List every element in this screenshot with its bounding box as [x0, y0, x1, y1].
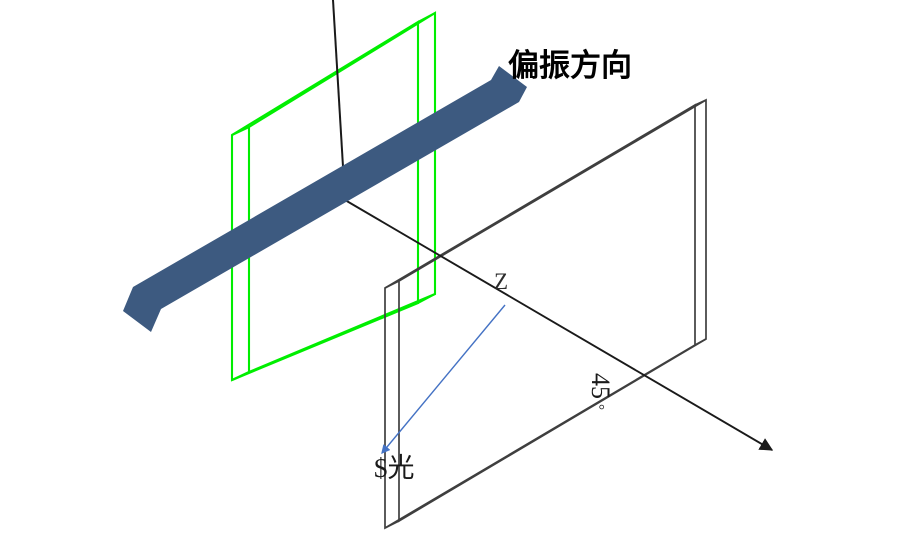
green-plate-edge-tr: [417, 12, 436, 23]
gray-analyzer-plate: [384, 98, 707, 530]
gray-plate-edge-tr: [694, 99, 707, 106]
green-polarizer-plate: [230, 11, 437, 382]
light-source-label: $光: [374, 453, 415, 483]
green-plate-edge-br: [417, 293, 436, 304]
light-ray-arrow: [381, 304, 506, 455]
gray-plate-edge-bl: [384, 520, 400, 529]
gray-plate-edge-br: [694, 338, 707, 346]
polarization-arrow-shape: [123, 66, 527, 332]
z-axis-label: Z: [494, 269, 508, 294]
angle-value: 45: [586, 373, 615, 399]
gray-plate-edge-tl: [384, 280, 400, 289]
green-plate-edge-tl: [231, 126, 250, 136]
z-axis-line: [344, 199, 774, 451]
polarization-direction-arrow: [123, 66, 527, 332]
gray-plate-back-face: [398, 98, 707, 523]
angle-annotation: 45 °: [586, 373, 615, 410]
polarization-direction-label: 偏振方向: [508, 48, 632, 84]
green-plate-edge-bl: [231, 371, 250, 381]
angle-degree-symbol: °: [590, 404, 606, 410]
gray-plate-front-face: [384, 103, 696, 530]
